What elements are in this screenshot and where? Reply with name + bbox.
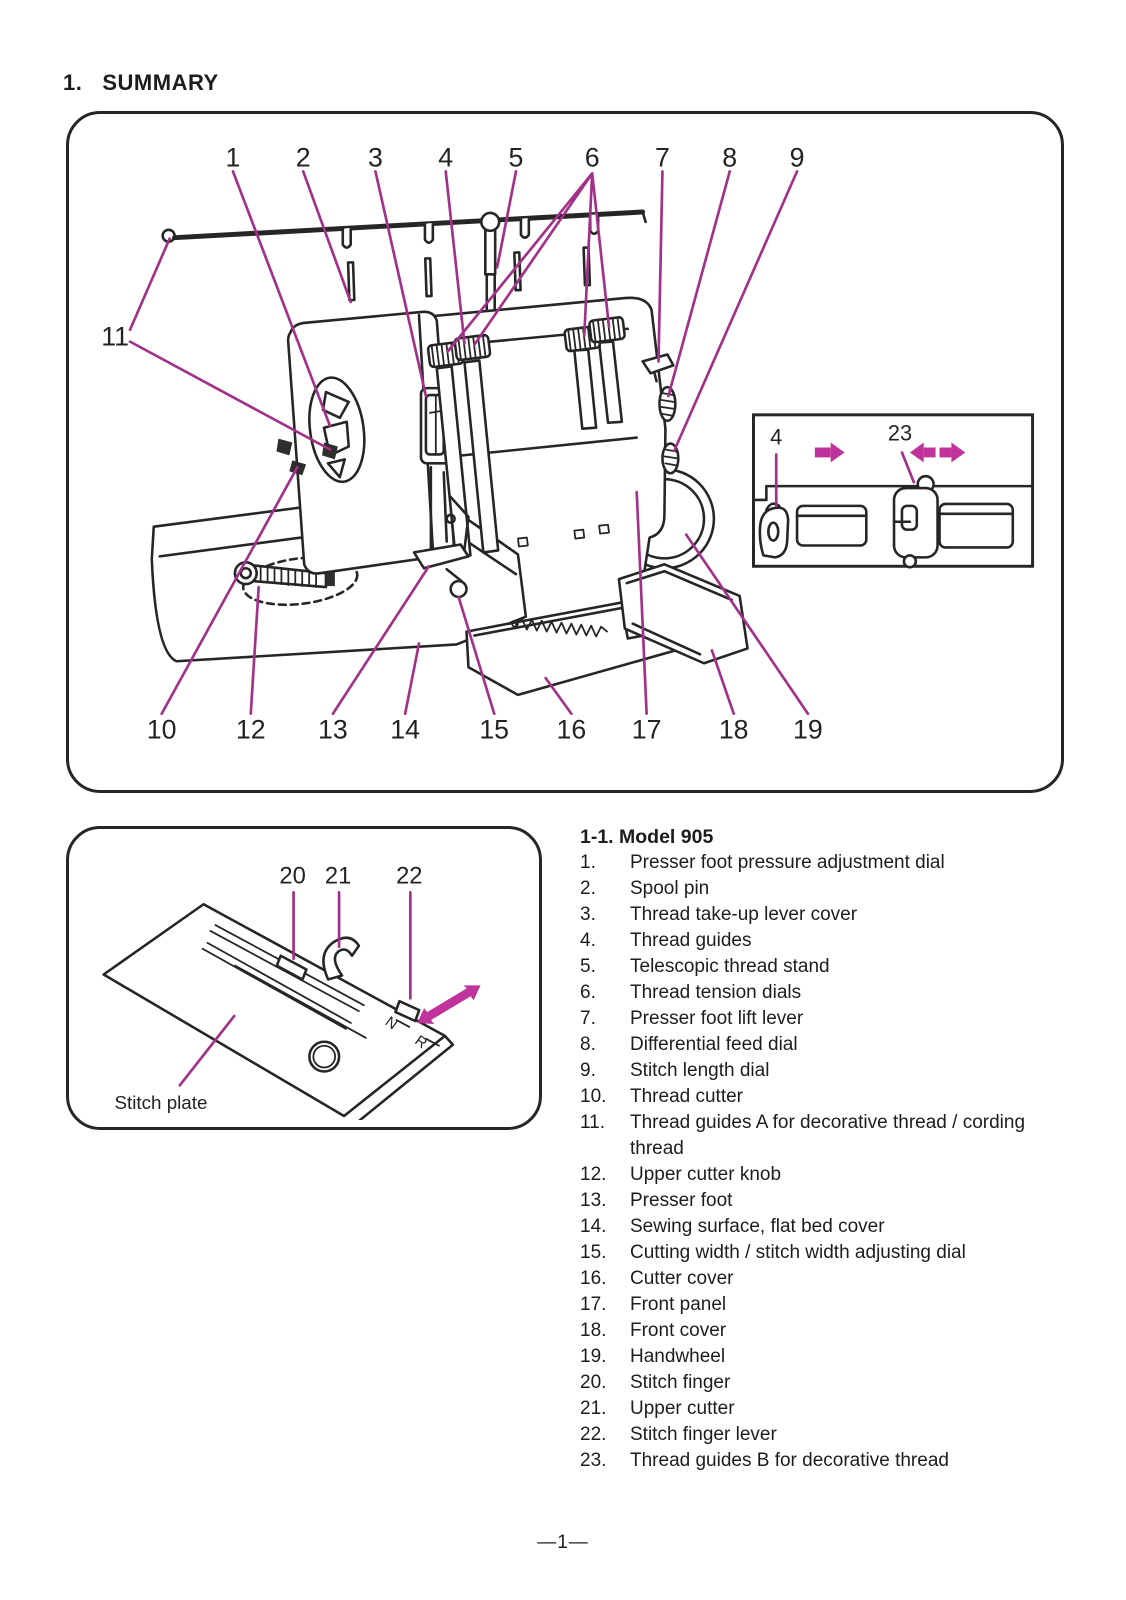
callout-19: 19 [793, 714, 823, 744]
cutting-width-dial [449, 579, 468, 599]
thread-guide-4-shape [758, 502, 790, 559]
list-item: 10.Thread cutter [580, 1086, 743, 1107]
callout-2: 2 [296, 142, 311, 172]
thread-guide-a-left [276, 438, 293, 456]
stitch-plate-diagram: N R 20 21 22 Stitch plate [102, 863, 481, 1120]
list-item: 22.Stitch finger lever [580, 1424, 777, 1445]
thread-guide-inset: 4 23 [752, 413, 1035, 569]
list-item: 9.Stitch length dial [580, 1060, 770, 1081]
list-item: 12.Upper cutter knob [580, 1164, 782, 1185]
arrow-diagonal-icon [417, 985, 481, 1024]
list-item: 17.Front panel [580, 1294, 727, 1315]
needle-area [412, 466, 470, 599]
callout-13: 13 [318, 714, 348, 744]
parts-list-heading: 1-1. Model 905 [580, 826, 714, 848]
callout-9: 9 [790, 142, 805, 172]
arrow-left-right-icon [909, 442, 966, 463]
list-item: 8.Differential feed dial [580, 1034, 798, 1055]
inset-callout-23: 23 [888, 421, 912, 446]
callout-11: 11 [101, 322, 129, 352]
thread-tension-dials [426, 316, 626, 369]
upper-cutter [322, 936, 361, 981]
callout-10: 10 [147, 714, 177, 744]
list-item: 21.Upper cutter [580, 1398, 735, 1419]
stitch-plate: N R [102, 902, 455, 1120]
parts-list: 1-1. Model 905 1.Presser foot pressure a… [580, 824, 1040, 1474]
callout-6: 6 [585, 142, 600, 172]
list-item: 13.Presser foot [580, 1190, 733, 1211]
callout-21: 21 [325, 863, 351, 889]
differential-feed-dial [658, 385, 677, 423]
machine-diagram: 4 23 1 2 3 4 5 6 7 8 9 11 10 12 [101, 142, 1035, 744]
callout-20: 20 [279, 863, 305, 889]
stitch-finger [275, 954, 308, 981]
callout-1: 1 [226, 142, 241, 172]
stitch-plate-caption: Stitch plate [115, 1092, 208, 1113]
list-item: 7.Presser foot lift lever [580, 1008, 804, 1029]
list-item: 6.Thread tension dials [580, 982, 802, 1003]
section-heading: SUMMARY [102, 70, 219, 95]
spring [515, 617, 608, 638]
list-item: 11.Thread guides A for decorative thread… [580, 1112, 1026, 1159]
inset-callout-4: 4 [770, 425, 782, 450]
list-item: 19.Handwheel [580, 1346, 726, 1367]
list-item: 3.Thread take-up lever cover [580, 904, 858, 925]
callout-8: 8 [722, 142, 737, 172]
list-item: 5.Telescopic thread stand [580, 956, 830, 977]
list-item: 15.Cutting width / stitch width adjustin… [580, 1242, 966, 1263]
list-item: 4.Thread guides [580, 930, 752, 951]
callout-lines [128, 170, 810, 716]
list-item: 18.Front cover [580, 1320, 727, 1341]
machine-overview-figure: 4 23 1 2 3 4 5 6 7 8 9 11 10 12 [66, 111, 1064, 793]
list-item: 20.Stitch finger [580, 1372, 731, 1393]
callout-12: 12 [236, 714, 266, 744]
callout-14: 14 [390, 714, 420, 744]
arrow-right-icon [814, 442, 845, 463]
stitch-plate-figure: N R 20 21 22 Stitch plate [66, 826, 542, 1130]
presser-foot [412, 543, 470, 570]
page-number: —1— [537, 1532, 589, 1553]
list-item: 2.Spool pin [580, 878, 710, 899]
callout-5: 5 [509, 142, 524, 172]
list-item: 1.Presser foot pressure adjustment dial [580, 852, 945, 873]
stitch-finger-lever [394, 999, 421, 1023]
thread-guide-23-shape [892, 474, 939, 569]
callout-18: 18 [719, 714, 749, 744]
callout-15: 15 [479, 714, 509, 744]
callout-16: 16 [557, 714, 587, 744]
list-item: 23.Thread guides B for decorative thread [580, 1450, 949, 1471]
spool-pins [346, 246, 592, 302]
callout-17: 17 [632, 714, 662, 744]
callout-4: 4 [438, 142, 453, 172]
telescopic-thread-stand [161, 209, 647, 316]
upper-cutter-knob [233, 561, 335, 589]
callout-3: 3 [368, 142, 383, 172]
section-number: 1. [63, 70, 83, 95]
callout-22: 22 [396, 863, 422, 889]
list-item: 14.Sewing surface, flat bed cover [580, 1216, 885, 1237]
callout-7: 7 [655, 142, 670, 172]
parts-list-items: 1.Presser foot pressure adjustment dial … [580, 850, 1040, 1474]
callout-numbers: 1 2 3 4 5 6 7 8 9 11 10 12 13 14 15 16 1… [101, 142, 822, 744]
page-title: 1. SUMMARY [63, 70, 219, 96]
list-item: 16.Cutter cover [580, 1268, 734, 1289]
